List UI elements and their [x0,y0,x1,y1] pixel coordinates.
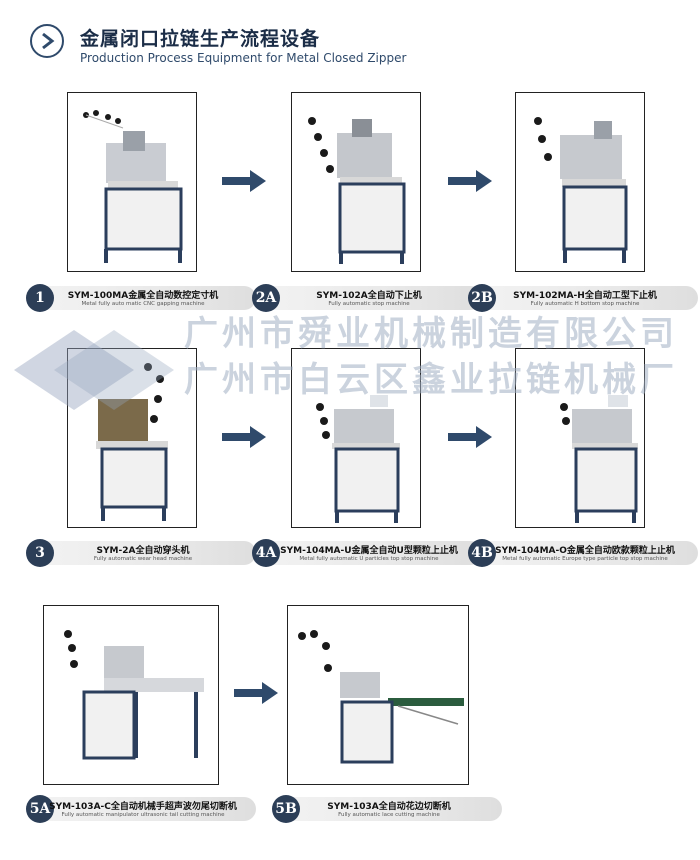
step-badge: 2A [252,284,280,312]
machine-model: SYM-103A-C全自动机械手超声波勿尾切断机 [49,802,237,812]
machine-desc: Fully automatic H bottom stop machine [530,301,640,307]
machine-label-5b: 5B SYM-103A全自动花边切断机 Fully automatic lace… [272,795,502,823]
arrow-right-icon [222,426,266,448]
machine-desc: Metal fully automatic U particles top st… [299,556,439,562]
chevron-right-icon [30,24,64,58]
machine-model: SYM-100MA金属全自动数控定寸机 [67,291,219,301]
machine-desc: Fully automatic manipulator ultrasonic t… [61,812,225,818]
machine-model: SYM-102A全自动下止机 [316,291,422,301]
machine-photo-4b [515,348,645,528]
machine-model: SYM-102MA-H全自动工型下止机 [513,291,657,301]
step-badge: 4B [468,539,496,567]
machine-model: SYM-2A全自动穿头机 [96,546,190,556]
step-badge: 5B [272,795,300,823]
machine-label-1: 1 SYM-100MA金属全自动数控定寸机 Metal fully auto m… [26,284,256,312]
step-badge: 5A [26,795,54,823]
machine-desc: Metal fully auto matic CNC gapping machi… [81,301,205,307]
machine-photo-2b [515,92,645,272]
machine-label-4a: 4A SYM-104MA-U金属全自动U型颗粒上止机 Metal fully a… [252,539,482,567]
arrow-right-icon [234,682,278,704]
machine-photo-1 [67,92,197,272]
step-badge: 1 [26,284,54,312]
machine-label-3: 3 SYM-2A全自动穿头机 Fully automatic wear head… [26,539,256,567]
machine-photo-4a [291,348,421,528]
machine-label-2b: 2B SYM-102MA-H全自动工型下止机 Fully automatic H… [468,284,698,312]
machine-desc: Metal fully automatic Europe type partic… [502,556,668,562]
machine-photo-2a [291,92,421,272]
machine-photo-5a [43,605,219,785]
machine-illustration [83,110,183,263]
machine-label-5a: 5A SYM-103A-C全自动机械手超声波勿尾切断机 Fully automa… [26,795,256,823]
arrow-right-icon [222,170,266,192]
arrow-right-icon [448,426,492,448]
machine-model: SYM-104MA-O金属全自动欧款颗粒上止机 [495,546,675,556]
step-badge: 2B [468,284,496,312]
machine-label-4b: 4B SYM-104MA-O金属全自动欧款颗粒上止机 Metal fully a… [468,539,698,567]
step-badge: 4A [252,539,280,567]
machine-model: SYM-104MA-U金属全自动U型颗粒上止机 [280,546,458,556]
arrow-right-icon [448,170,492,192]
page-title: 金属闭口拉链生产流程设备 [80,28,321,50]
page-subtitle: Production Process Equipment for Metal C… [80,51,407,65]
machine-photo-3 [67,348,197,528]
machine-desc: Fully automatic wear head machine [93,556,193,562]
step-badge: 3 [26,539,54,567]
machine-model: SYM-103A全自动花边切断机 [327,802,451,812]
machine-label-2a: 2A SYM-102A全自动下止机 Fully automatic stop m… [252,284,482,312]
machine-desc: Fully automatic lace cutting machine [338,812,440,818]
machine-photo-5b [287,605,469,785]
machine-desc: Fully automatic stop machine [328,301,410,307]
